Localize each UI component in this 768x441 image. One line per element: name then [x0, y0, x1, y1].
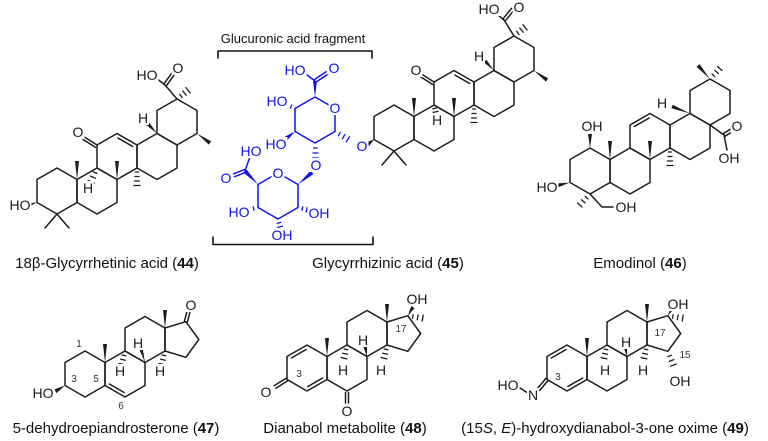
caption-text: Glycyrrhizinic acid (: [312, 255, 443, 272]
atom-label-h: H: [374, 362, 388, 378]
atom-label-glycosidic-o: O: [355, 138, 369, 154]
atom-label-ho: HO: [239, 143, 263, 159]
caption-text: Emodinol (: [593, 255, 666, 272]
caption-compound-48: Dianabol metabolite (48): [263, 420, 427, 438]
atom-label-ho: HO: [8, 197, 32, 213]
bracket-label: Glucuronic acid fragment: [220, 31, 366, 46]
locant-6: 6: [118, 401, 124, 412]
atom-label-o: O: [327, 60, 341, 76]
atom-label-ho: HO: [227, 204, 251, 220]
atom-label-o: O: [730, 118, 744, 134]
atom-label-h: H: [336, 362, 350, 378]
structure-49-skeleton: [519, 304, 684, 394]
atom-label-oh: OH: [668, 373, 692, 389]
atom-label-oh: OH: [307, 205, 331, 221]
caption-compound-46: Emodinol (46): [593, 255, 687, 273]
atom-label-n: N: [526, 387, 540, 403]
atom-label-o: O: [259, 384, 273, 400]
caption-compound-45: Glycyrrhizinic acid (45): [312, 255, 464, 273]
locant-17: 17: [395, 324, 407, 335]
caption-text: ): [458, 255, 464, 272]
atom-label-ho: HO: [477, 1, 501, 17]
caption-compound-44: 18β-Glycyrrhetinic acid (44): [15, 255, 199, 273]
caption-text: ): [743, 420, 749, 437]
caption-text: 5-dehydroepiandrosterone (: [12, 420, 198, 437]
locant-1: 1: [76, 339, 82, 350]
caption-text: Dianabol metabolite (: [263, 420, 406, 437]
locant-5: 5: [93, 374, 99, 385]
atom-label-h: H: [655, 95, 669, 111]
atom-label-h: H: [153, 363, 167, 379]
caption-text: ): [681, 255, 687, 272]
locant-3: 3: [555, 372, 561, 383]
compound-number: 44: [177, 255, 194, 272]
atom-label-glycosidic-o: O: [309, 157, 323, 173]
atom-label-ho: HO: [496, 377, 520, 393]
caption-compound-49: (15S, E)-hydroxydianabol-3-one oxime (49…: [461, 420, 749, 438]
atom-label-o: O: [184, 297, 198, 313]
locant-3: 3: [71, 374, 77, 385]
atom-label-oh: OH: [666, 296, 690, 312]
atom-label-oh: OH: [614, 199, 638, 215]
atom-label-o: O: [409, 62, 423, 78]
caption-text: ,: [492, 420, 502, 437]
compound-number: 49: [727, 420, 744, 437]
atom-label-h: H: [131, 335, 145, 351]
compound-number: 47: [197, 420, 215, 437]
compound-number: 45: [442, 255, 459, 272]
atom-label-h: H: [81, 180, 95, 196]
structure-45-aglycone: [212, 7, 549, 246]
atom-label-ring-o: O: [328, 100, 342, 116]
atom-label-o: O: [512, 0, 526, 15]
compound-number: 46: [665, 255, 682, 272]
atom-label-h: H: [472, 48, 486, 64]
atom-label-oh: OH: [717, 150, 741, 166]
locant-3: 3: [296, 369, 302, 380]
caption-text: )-hydroxydianabol-3-one oxime (: [511, 420, 728, 437]
caption-text: E: [501, 420, 512, 437]
structure-46-skeleton: [557, 64, 735, 208]
locant-17: 17: [654, 328, 666, 339]
atom-label-h: H: [113, 363, 127, 379]
structure-47-skeleton: [54, 308, 200, 398]
atom-label-o: O: [171, 60, 185, 76]
atom-label-ring-o: O: [271, 165, 285, 181]
compound-number: 48: [405, 420, 422, 437]
caption-text: ): [214, 420, 220, 437]
atom-label-h: H: [430, 112, 444, 128]
atom-label-o: O: [340, 403, 354, 419]
atom-label-h: H: [598, 362, 612, 378]
atom-label-oh: OH: [405, 291, 429, 307]
atom-label-ho: HO: [535, 179, 559, 195]
atom-label-o: O: [71, 124, 85, 140]
caption-text: 18β-Glycyrrhetinic acid (: [15, 255, 178, 272]
caption-text: S: [482, 420, 493, 437]
atom-label-h: H: [619, 334, 633, 350]
structure-44-skeleton: [28, 72, 212, 229]
atom-label-oh: OH: [270, 227, 294, 243]
structure-48-skeleton: [273, 304, 424, 404]
atom-label-o: O: [219, 170, 233, 186]
atom-label-ho: HO: [264, 136, 288, 152]
caption-text: ): [421, 420, 427, 437]
atom-label-ho: HO: [265, 93, 289, 109]
atom-label-ho: HO: [283, 62, 307, 78]
locant-15: 15: [679, 350, 691, 361]
caption-compound-47: 5-dehydroepiandrosterone (47): [12, 420, 220, 438]
caption-text: ): [193, 255, 199, 272]
atom-label-h: H: [136, 110, 150, 126]
caption-text: (15: [461, 420, 483, 437]
atom-label-ho: HO: [135, 67, 159, 83]
atom-label-h: H: [356, 332, 370, 348]
atom-label-oh: OH: [580, 118, 604, 134]
atom-label-h: H: [636, 362, 650, 378]
atom-label-ho: HO: [31, 385, 55, 401]
